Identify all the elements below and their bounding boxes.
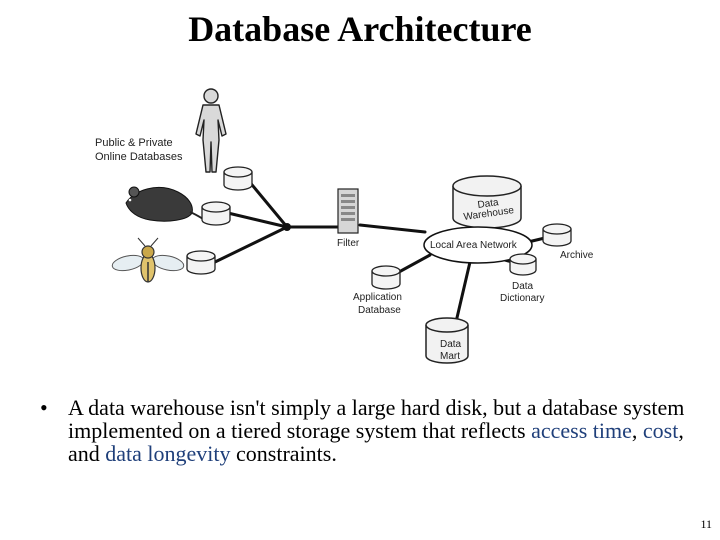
database-cylinder-icon bbox=[201, 201, 231, 226]
database-cylinder-icon bbox=[425, 317, 469, 364]
bullet-sep2: , and bbox=[68, 418, 684, 466]
lan-ellipse bbox=[423, 226, 533, 264]
filter-label: Filter bbox=[337, 238, 360, 249]
filter-server-icon bbox=[337, 188, 359, 234]
bullet-sep1: , bbox=[631, 418, 643, 443]
database-cylinder-icon bbox=[542, 223, 572, 247]
link-human-hub bbox=[246, 178, 289, 229]
database-cylinder-icon bbox=[186, 250, 216, 275]
bullet-text: A data warehouse isn't simply a large ha… bbox=[68, 396, 690, 465]
application-label-line1: Application bbox=[353, 292, 402, 303]
database-cylinder-icon bbox=[452, 175, 522, 229]
link-mouse-hub bbox=[226, 211, 289, 229]
bullet-marker: • bbox=[40, 395, 48, 420]
sources-label-line1: Public & Private bbox=[95, 137, 173, 149]
link-filter-lan bbox=[358, 223, 427, 234]
highlight-data-longevity: data longevity bbox=[105, 441, 231, 466]
page-number: 11 bbox=[700, 517, 712, 531]
archive-label: Archive bbox=[560, 250, 594, 261]
mart-label-line1: Data bbox=[440, 339, 462, 350]
bullet-text-post: constraints. bbox=[230, 441, 337, 466]
bullet-point: • A data warehouse isn't simply a large … bbox=[40, 396, 690, 465]
database-cylinder-icon bbox=[509, 253, 537, 276]
highlight-cost: cost bbox=[642, 418, 679, 443]
link-fly-hub bbox=[213, 225, 289, 264]
sources-label-line2: Online Databases bbox=[95, 151, 183, 163]
dictionary-label-line1: Data bbox=[512, 281, 534, 292]
mart-label-line2: Mart bbox=[440, 351, 460, 362]
junction-node bbox=[283, 223, 291, 231]
dictionary-label-line2: Dictionary bbox=[500, 293, 544, 304]
slide-title: Database Architecture bbox=[188, 9, 532, 49]
database-cylinder-icon bbox=[223, 166, 253, 191]
fly-icon bbox=[111, 237, 185, 283]
human-figure-icon bbox=[195, 88, 227, 173]
lan-label: Local Area Network bbox=[430, 240, 518, 251]
highlight-access-time: access time bbox=[531, 418, 632, 443]
mouse-icon bbox=[125, 186, 215, 225]
database-cylinder-icon bbox=[371, 265, 401, 290]
application-label-line2: Database bbox=[358, 305, 401, 316]
bullet-text-pre: A data warehouse isn't simply a large ha… bbox=[68, 395, 685, 443]
link-lan-mart bbox=[454, 260, 472, 324]
warehouse-label-line1: Data bbox=[477, 197, 500, 211]
